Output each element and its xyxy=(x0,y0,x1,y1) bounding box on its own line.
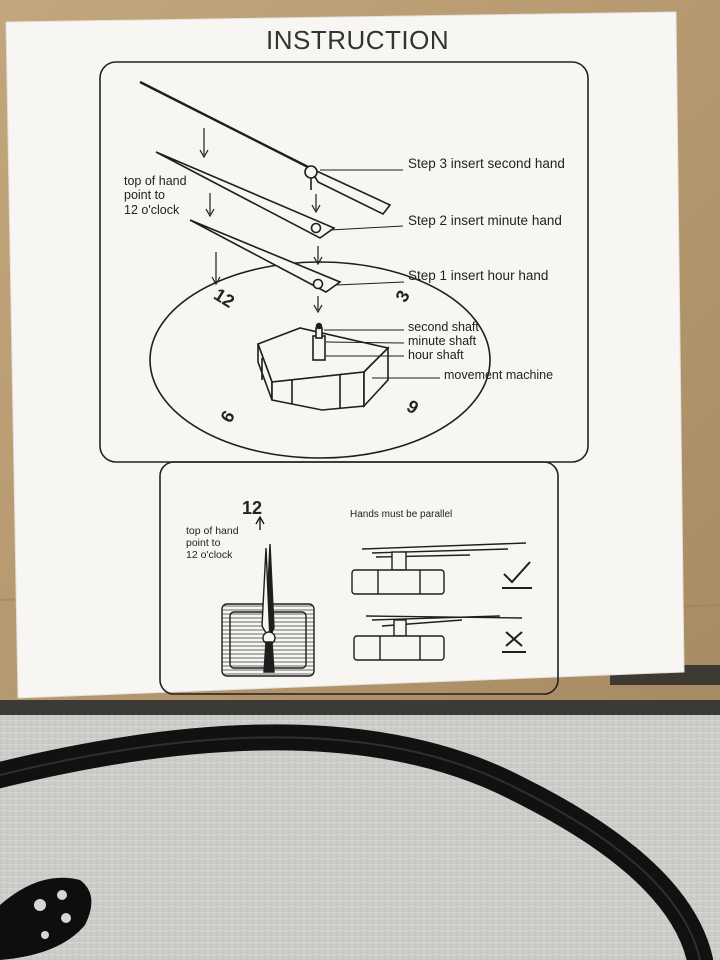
dial-outline xyxy=(149,261,491,459)
hands-parallel-note: Hands must be parallel xyxy=(350,509,453,520)
second-shaft-label: second shaft xyxy=(408,320,479,334)
assembly-diagram xyxy=(139,80,491,459)
front-view-movement xyxy=(221,515,315,677)
bottom-number-12: 12 xyxy=(242,498,263,518)
hour-hand xyxy=(189,219,342,293)
second-hand xyxy=(139,80,311,170)
parallel-wrong-diagram xyxy=(353,615,523,661)
movement-machine-label: movement machine xyxy=(444,368,554,382)
shaft-stack xyxy=(312,335,326,361)
cross-icon xyxy=(502,631,526,653)
sheet-title: INSTRUCTION xyxy=(266,25,450,55)
bottom-panel xyxy=(159,461,559,695)
bottom-top-of-hand-note: top of hand point to 12 o'clock xyxy=(186,525,239,562)
step-3-label: Step 3 insert second hand xyxy=(408,156,565,171)
parallel-correct-diagram xyxy=(351,542,527,595)
minute-hand xyxy=(155,151,336,239)
step-2-label: Step 2 insert minute hand xyxy=(408,213,562,228)
check-icon xyxy=(502,561,532,589)
hour-shaft-label: hour shaft xyxy=(408,348,464,362)
clock-hand-piece xyxy=(0,877,92,960)
step-1-label: Step 1 insert hour hand xyxy=(408,268,549,283)
minute-shaft-label: minute shaft xyxy=(408,334,477,348)
top-of-hand-note: top of hand point to 12 o'clock xyxy=(124,174,187,217)
